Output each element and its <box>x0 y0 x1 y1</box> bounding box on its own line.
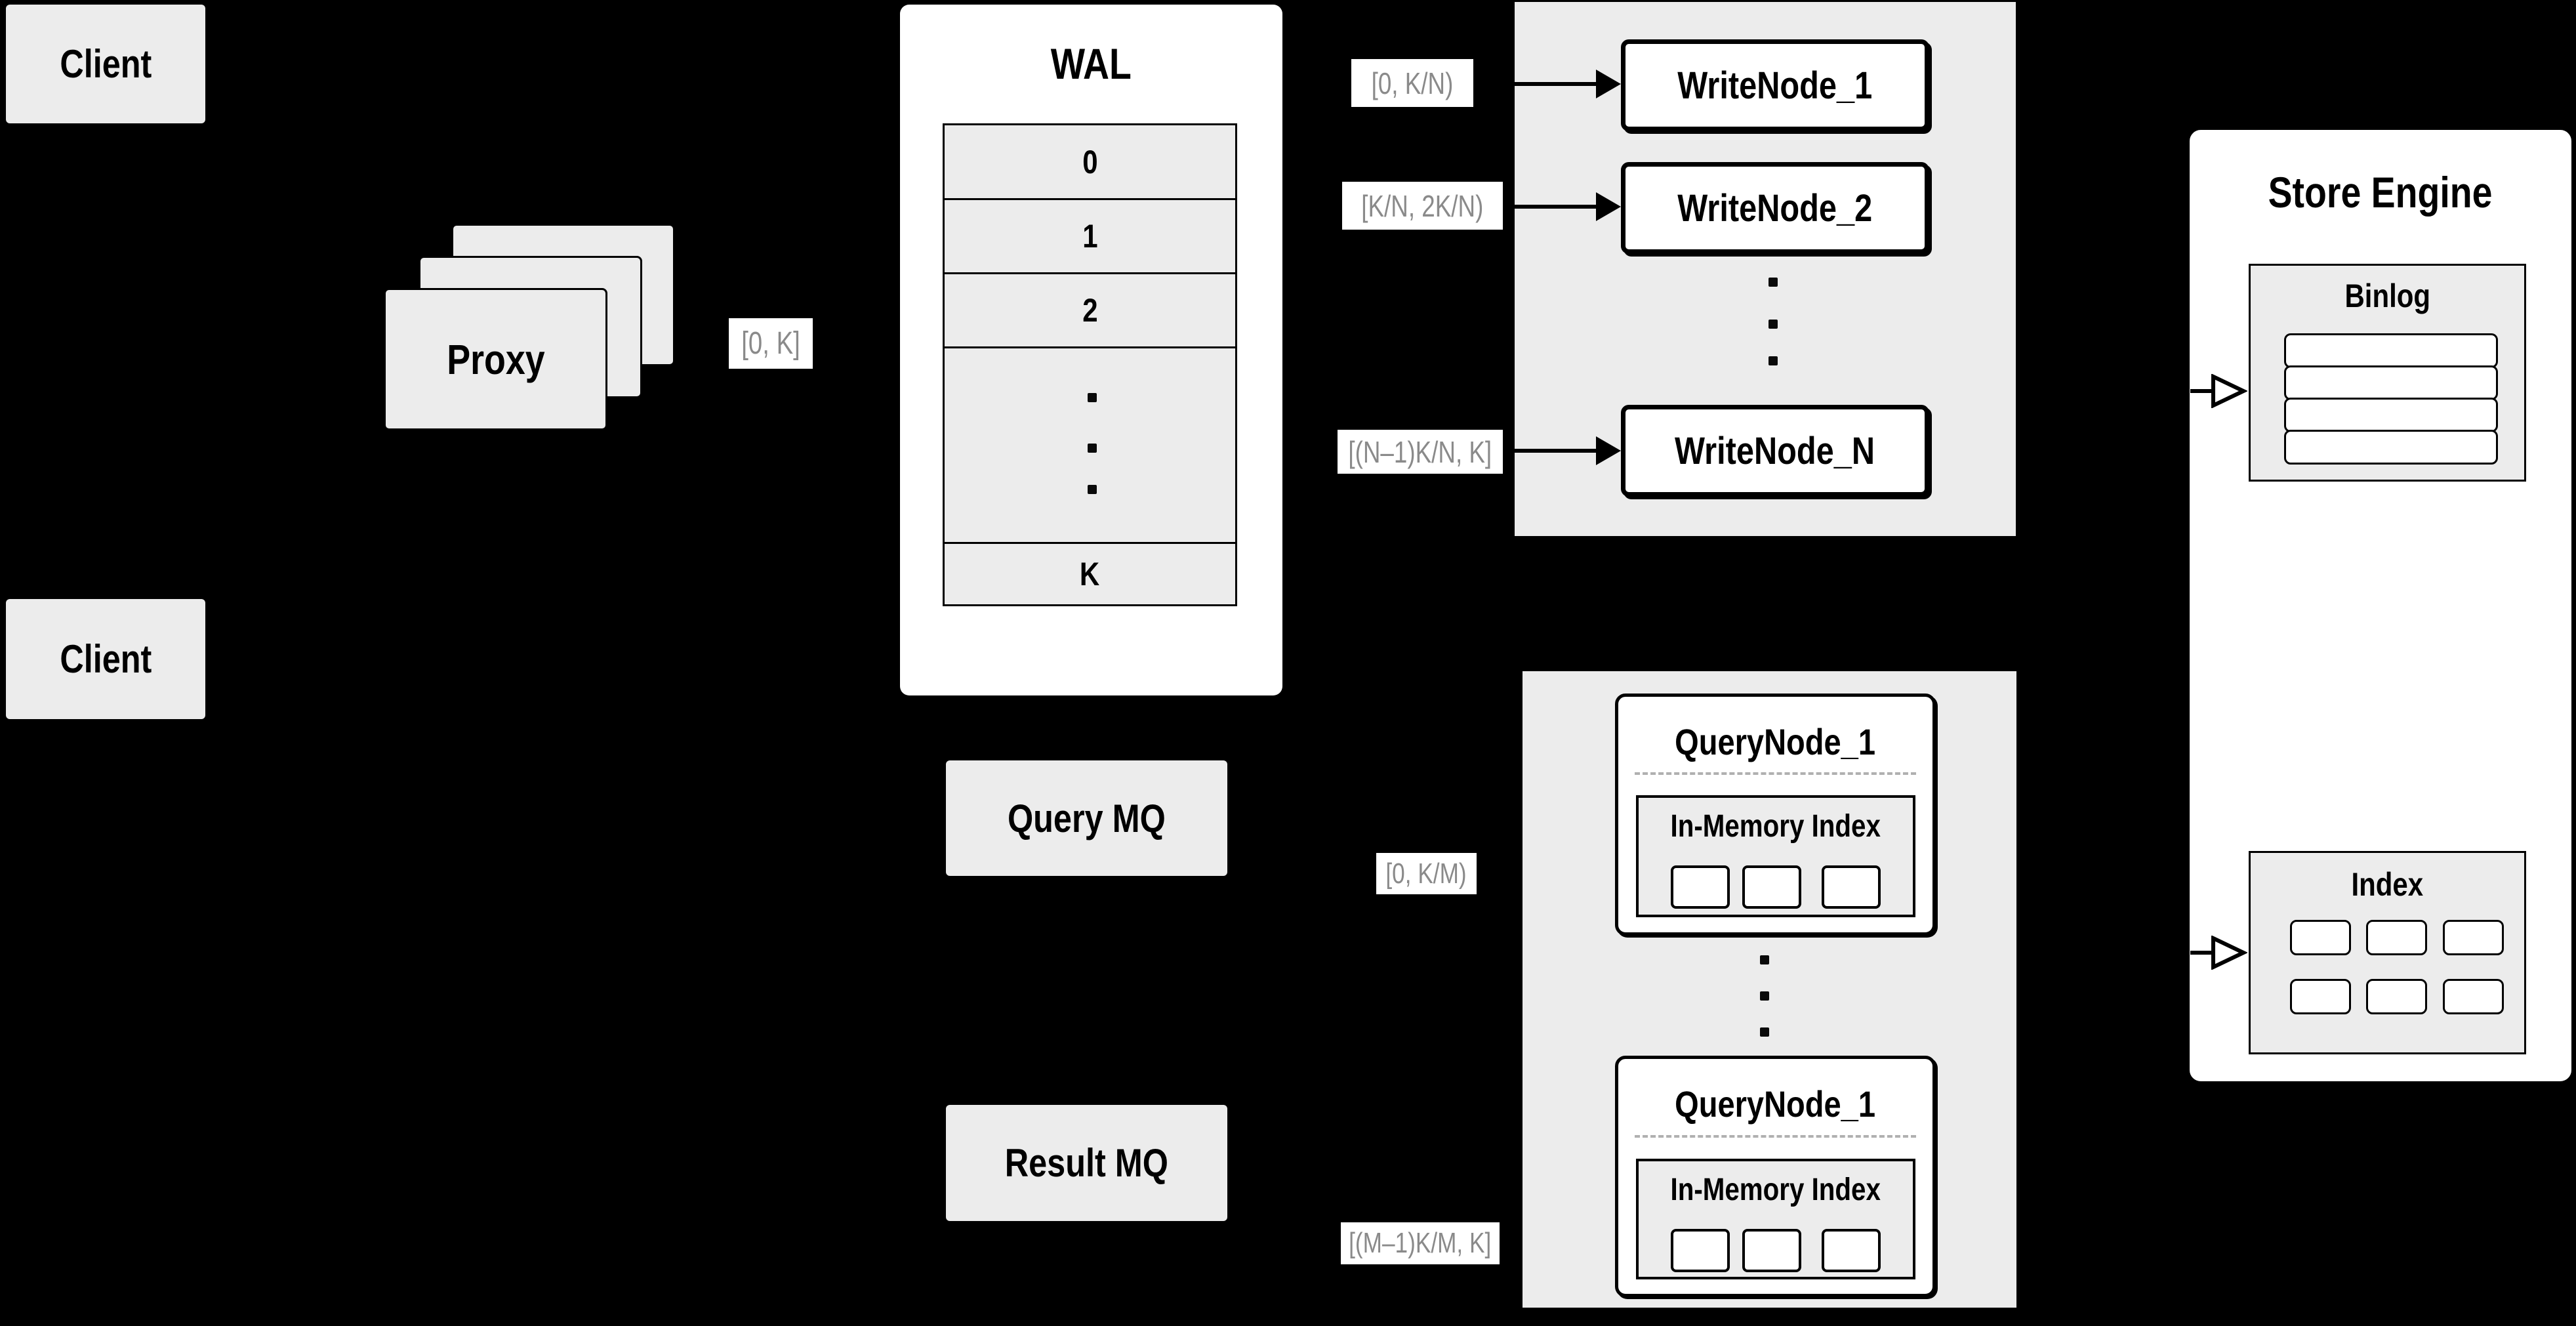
arrowhead <box>1596 436 1621 465</box>
proxy-node: Proxy <box>384 288 607 430</box>
in-memory-index-title: In-Memory Index <box>1670 1172 1881 1207</box>
range-chip-proxy-wal: [0, K] <box>729 318 813 369</box>
arrowhead <box>1596 70 1621 98</box>
wal-panel: WAL 0 1 2 K <box>900 5 1282 695</box>
range-chip-writenode-1: [0, K/N) <box>1351 59 1473 107</box>
index-cell <box>2443 920 2504 955</box>
client-label: Client <box>59 637 152 681</box>
query-node-title: QueryNode_1 <box>1675 720 1876 762</box>
write-node-n: WriteNode_N <box>1621 405 1929 497</box>
arrowhead <box>1596 192 1621 221</box>
index-segment <box>1742 1229 1801 1272</box>
ellipsis-dot <box>1760 955 1769 964</box>
arrow-line <box>1473 82 1598 86</box>
index-cell <box>2366 920 2427 955</box>
dashed-divider <box>1635 1135 1916 1138</box>
query-node-1: QueryNode_1 In-Memory Index <box>1615 694 1936 936</box>
proxy-label: Proxy <box>446 335 545 383</box>
hollow-arrowhead <box>2211 374 2247 408</box>
dashed-divider <box>1635 772 1916 775</box>
wal-row-0: 0 <box>943 123 1237 200</box>
client-node-bottom: Client <box>6 599 205 719</box>
index-title: Index <box>2351 866 2424 903</box>
index-cell <box>2443 979 2504 1014</box>
binlog-row <box>2284 398 2498 432</box>
wal-row-2: 2 <box>943 272 1237 348</box>
binlog-box: Binlog <box>2249 264 2526 482</box>
in-memory-index-box: In-Memory Index <box>1636 1159 1915 1279</box>
ellipsis-dot <box>1088 393 1097 402</box>
range-chip-querynode-2: [(M–1)K/M, K] <box>1341 1222 1500 1264</box>
index-segment <box>1671 865 1730 909</box>
wal-row-ellipsis <box>943 346 1237 544</box>
client-node-top: Client <box>6 5 205 123</box>
range-chip-writenode-2: [K/N, 2K/N) <box>1342 182 1503 230</box>
store-engine-panel: Store Engine Binlog Index <box>2188 128 2573 1083</box>
query-mq-node: Query MQ <box>946 760 1227 876</box>
wal-segment-table: 0 1 2 K <box>943 123 1237 606</box>
index-segment <box>1822 865 1881 909</box>
arrow-line <box>2190 389 2214 393</box>
index-cell <box>2366 979 2427 1014</box>
index-cell <box>2290 979 2351 1014</box>
binlog-title: Binlog <box>2344 278 2430 314</box>
index-cell <box>2290 920 2351 955</box>
wal-title: WAL <box>1050 39 1132 88</box>
index-segment <box>1671 1229 1730 1272</box>
arrow-line <box>1503 449 1598 453</box>
ellipsis-dot <box>1088 485 1097 494</box>
ellipsis-dot <box>1768 278 1778 287</box>
wal-row-1: 1 <box>943 198 1237 274</box>
query-node-title: QueryNode_1 <box>1675 1083 1876 1125</box>
in-memory-index-title: In-Memory Index <box>1670 808 1881 844</box>
index-segment <box>1822 1229 1881 1272</box>
result-mq-node: Result MQ <box>946 1105 1227 1221</box>
ellipsis-dot <box>1768 356 1778 365</box>
query-node-2: QueryNode_1 In-Memory Index <box>1615 1056 1936 1297</box>
write-node-2: WriteNode_2 <box>1621 162 1929 254</box>
binlog-row <box>2284 333 2498 368</box>
client-label: Client <box>59 42 152 86</box>
index-box: Index <box>2249 851 2526 1054</box>
ellipsis-dot <box>1760 1027 1769 1037</box>
hollow-arrowhead <box>2211 936 2247 970</box>
store-engine-title: Store Engine <box>2268 168 2493 217</box>
in-memory-index-box: In-Memory Index <box>1636 795 1915 917</box>
wal-row-k: K <box>943 542 1237 606</box>
range-chip-querynode-1: [0, K/M) <box>1376 853 1477 894</box>
binlog-row <box>2284 430 2498 465</box>
ellipsis-dot <box>1768 320 1778 329</box>
ellipsis-dot <box>1088 444 1097 453</box>
write-node-1: WriteNode_1 <box>1621 39 1929 131</box>
ellipsis-dot <box>1760 991 1769 1001</box>
arrow-line <box>1503 205 1598 209</box>
index-segment <box>1742 865 1801 909</box>
binlog-row <box>2284 365 2498 400</box>
range-chip-writenode-n: [(N–1)K/N, K] <box>1338 430 1503 474</box>
arrow-line <box>2190 951 2214 955</box>
